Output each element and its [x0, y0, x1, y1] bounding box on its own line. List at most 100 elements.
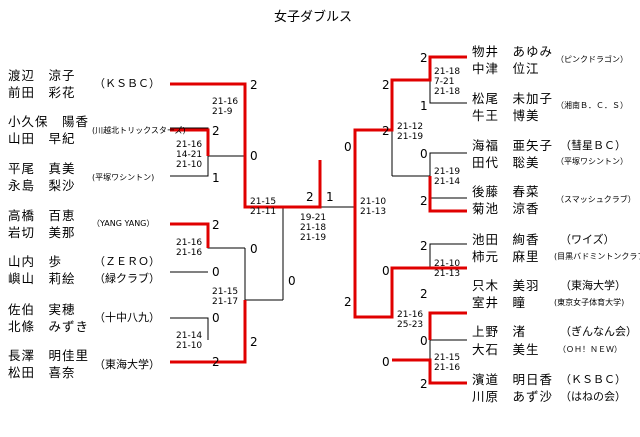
right-player-6a: 只木 美羽 [472, 278, 540, 293]
winner-line [170, 82, 283, 209]
left-club-7: （東海大学） [94, 358, 160, 371]
left-club-5: （ＺＥＲＯ） [94, 255, 160, 268]
right-club-5b: (目黒バドミントンクラブ) [554, 252, 640, 261]
final-right-result: 1 [326, 190, 334, 204]
left-score: 21-16 21-9 [212, 97, 239, 117]
right-player-5a: 池田 絢香 [472, 232, 540, 247]
right-result: 1 [420, 99, 428, 113]
winner-line [353, 55, 467, 207]
right-player-5b: 柿元 麻里 [472, 249, 540, 264]
right-club-7: （ぎんなん会） [560, 325, 637, 338]
right-result: 0 [344, 140, 352, 154]
right-player-8a: 濱道 明日香 [472, 372, 554, 387]
winner-line [170, 128, 210, 156]
right-player-4b: 菊池 涼香 [472, 201, 540, 216]
left-result: 1 [212, 171, 220, 185]
right-player-1a: 物井 あゆみ [472, 44, 554, 59]
left-player-5a: 山内 歩 [8, 254, 63, 269]
right-result: 2 [420, 239, 428, 253]
left-score: 21-14 21-10 [176, 331, 203, 351]
right-result: 0 [420, 147, 428, 161]
left-player-7a: 長澤 明佳里 [8, 348, 90, 363]
left-result: 0 [288, 274, 296, 288]
left-result: 0 [250, 149, 258, 163]
right-result: 2 [382, 124, 390, 138]
left-result: 2 [250, 78, 258, 92]
left-player-1b: 前田 彩花 [8, 85, 76, 100]
left-club-1: （ＫＳＢＣ） [94, 77, 160, 90]
right-club-6: （東海大学） [560, 279, 626, 292]
page-title: 女子ダブルス [274, 10, 353, 25]
left-score: 21-15 21-11 [250, 197, 277, 217]
left-player-2b: 山田 早紀 [8, 131, 76, 146]
right-player-6b: 室井 瞳 [472, 295, 527, 310]
winner-line [283, 160, 322, 209]
right-player-2a: 松尾 未加子 [472, 91, 554, 106]
left-player-1a: 渡辺 涼子 [8, 68, 76, 83]
right-score: 21-16 25-23 [397, 310, 424, 330]
right-score: 21-12 21-19 [397, 122, 424, 142]
right-club-5: （ワイズ） [560, 233, 615, 246]
left-club-4: （YANG YANG） [92, 219, 155, 228]
right-result: 2 [344, 295, 352, 309]
right-player-1b: 中津 位江 [472, 61, 540, 76]
left-result: 0 [212, 265, 220, 279]
left-score: 21-16 14-21 21-10 [176, 140, 203, 170]
right-player-8b: 川原 あず沙 [472, 389, 554, 404]
right-score: 21-19 21-14 [434, 167, 461, 187]
right-player-3b: 田代 聡美 [472, 155, 540, 170]
right-result: 2 [420, 377, 428, 391]
right-player-7a: 上野 渚 [472, 324, 527, 339]
right-player-4a: 後藤 春菜 [472, 184, 540, 199]
right-score: 21-10 21-13 [434, 259, 461, 279]
right-score: 21-18 7-21 21-18 [434, 67, 461, 97]
left-player-2a: 小久保 陽香 [8, 114, 90, 129]
winner-line [428, 311, 467, 340]
right-score: 21-10 21-13 [360, 197, 387, 217]
right-result: 0 [382, 355, 390, 369]
left-club-5b: （緑クラブ） [94, 272, 160, 285]
right-club-3b: （平塚ワシントン） [556, 157, 628, 166]
left-club-2: (川越北トリックスターズ) [92, 126, 186, 135]
right-result: 2 [420, 51, 428, 65]
right-player-2b: 牛王 博美 [472, 108, 540, 123]
left-player-4b: 岩切 美那 [8, 225, 76, 240]
left-result: 2 [212, 124, 220, 138]
final-left-result: 2 [306, 190, 314, 204]
left-score: 21-15 21-17 [212, 287, 239, 307]
left-player-6b: 北條 みずき [8, 319, 90, 334]
right-result: 2 [382, 78, 390, 92]
right-club-1: （ピンクドラゴン） [556, 55, 628, 64]
right-club-6b: (東京女子体育大学) [554, 298, 625, 307]
left-result: 0 [250, 242, 258, 256]
left-player-3b: 永島 梨沙 [8, 178, 76, 193]
left-player-4a: 高橋 百恵 [8, 208, 76, 223]
right-result: 2 [420, 287, 428, 301]
right-result: 2 [420, 194, 428, 208]
right-club-3: （彗星ＢＣ） [560, 139, 626, 152]
right-club-4: （スマッシュクラブ） [556, 195, 636, 204]
left-player-3a: 平尾 真美 [8, 161, 76, 176]
winner-line [428, 176, 467, 213]
left-result: 2 [212, 355, 220, 369]
right-player-3a: 海福 亜矢子 [472, 138, 554, 153]
right-result: 0 [420, 334, 428, 348]
bracket-line [392, 152, 467, 177]
left-player-6a: 佐伯 実穂 [8, 302, 76, 317]
bracket-line [170, 317, 209, 340]
left-club-6: （十中八九） [94, 311, 160, 324]
left-player-7b: 松田 喜奈 [8, 365, 76, 380]
left-result: 2 [212, 218, 220, 232]
final-score: 19-21 21-18 21-19 [300, 213, 327, 243]
right-club-8: （ＫＳＢＣ） [560, 373, 626, 386]
right-player-7b: 大石 美生 [472, 342, 540, 357]
left-player-5b: 嶼山 莉絵 [8, 271, 76, 286]
left-result: 2 [250, 335, 258, 349]
winner-line [170, 300, 247, 364]
winner-line [170, 222, 210, 248]
right-score: 21-15 21-16 [434, 353, 461, 373]
right-club-7b: （ＯＨ！ＮＥＷ） [558, 345, 622, 354]
right-club-2: （湘南Ｂ．Ｃ．Ｓ） [556, 101, 628, 110]
left-club-3: (平塚ワシントン) [92, 173, 155, 182]
